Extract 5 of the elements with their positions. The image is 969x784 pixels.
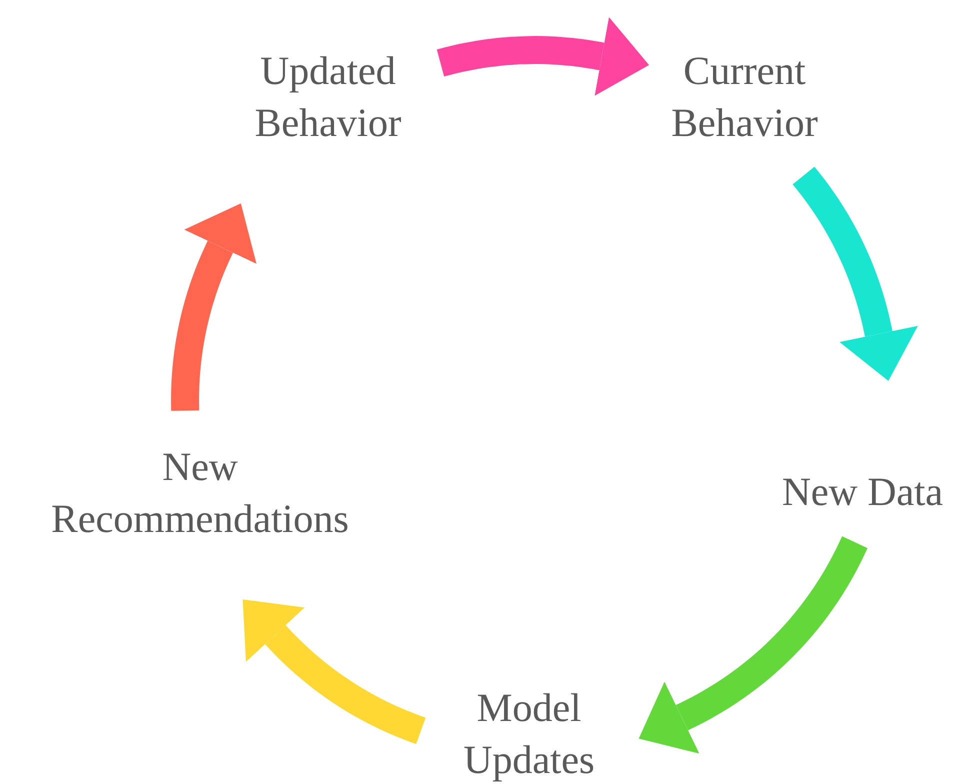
node-label: New Recommendations [50,443,350,543]
node-label: Updated Behavior [254,47,402,147]
node-label: New Data [782,468,944,516]
node-label: Model Updates [462,684,596,784]
node-label: Current Behavior [670,47,819,147]
